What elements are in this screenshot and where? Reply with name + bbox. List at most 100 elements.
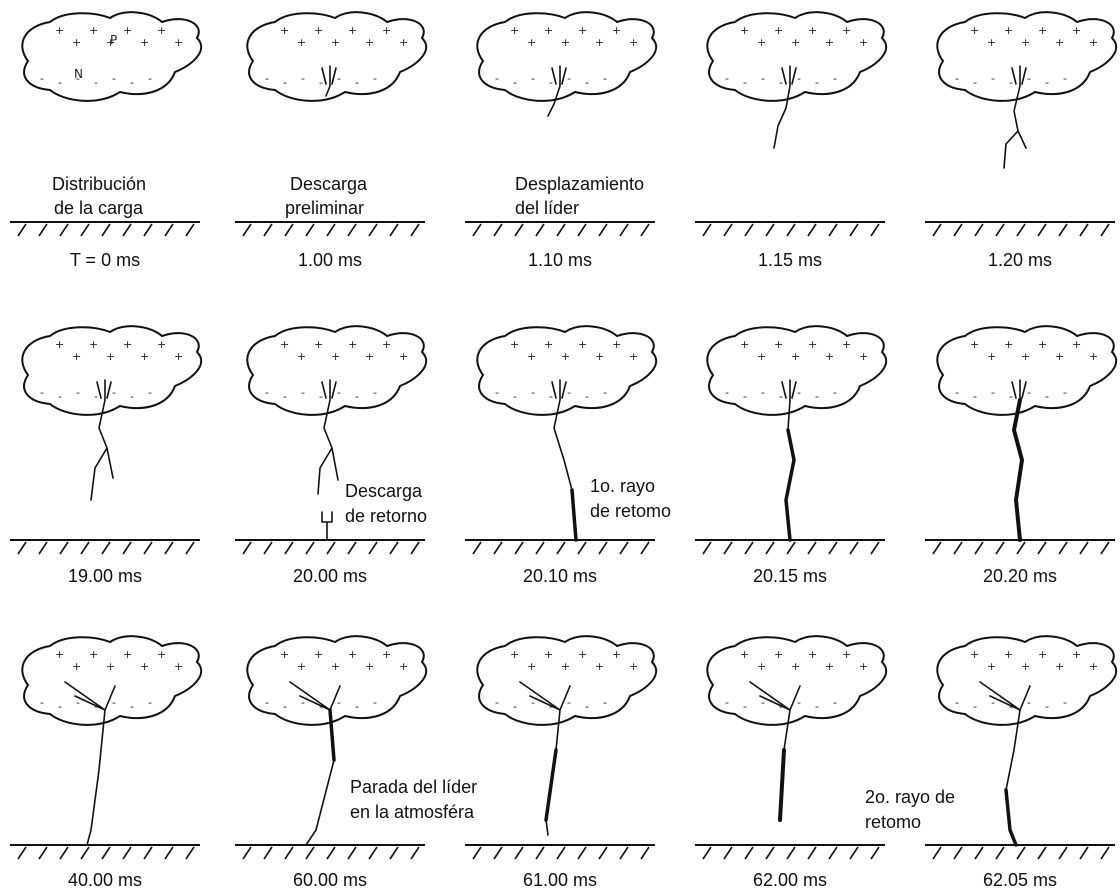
svg-text:+: + [578,648,587,661]
svg-text:+: + [612,24,621,37]
svg-text:+: + [123,24,132,37]
cloud-shape [936,325,1118,416]
svg-text:-: - [549,76,553,89]
svg-text:+: + [757,660,766,673]
svg-text:-: - [94,76,98,89]
svg-text:-: - [355,700,359,713]
return-stroke [570,488,578,542]
leader-stroke [317,379,339,541]
ground-line [10,221,200,237]
svg-text:+: + [382,338,391,351]
svg-text:+: + [1004,338,1013,351]
caption-line: 2o. rayo de [865,787,955,807]
svg-text:-: - [779,76,783,89]
svg-text:-: - [761,72,765,85]
svg-text:+: + [510,338,519,351]
svg-text:-: - [955,696,959,709]
svg-text:+: + [859,36,868,49]
svg-text:+: + [399,350,408,363]
svg-text:+: + [399,36,408,49]
return-stroke [544,748,558,822]
charge-label-n: N [74,67,83,81]
svg-text:+: + [595,36,604,49]
svg-text:-: - [94,390,98,403]
svg-text:+: + [382,24,391,37]
svg-text:+: + [757,350,766,363]
cloud-shape [246,635,428,726]
svg-text:+: + [174,350,183,363]
svg-text:+: + [1038,338,1047,351]
svg-text:-: - [725,72,729,85]
svg-text:-: - [1009,390,1013,403]
svg-text:+: + [157,338,166,351]
caption-line: retomo [865,812,921,832]
svg-text:+: + [740,338,749,351]
svg-text:-: - [991,386,995,399]
svg-text:-: - [319,390,323,403]
svg-text:-: - [549,390,553,403]
cloud-shape [21,11,203,102]
svg-text:+: + [123,338,132,351]
ground-line [925,539,1115,555]
caption-line: de la carga [54,198,144,218]
svg-text:-: - [391,390,395,403]
cloud-shape [21,635,203,726]
charge-marks: +-+-+-+-+-+-+-+- [955,648,1098,713]
svg-text:-: - [851,700,855,713]
svg-text:-: - [1027,72,1031,85]
svg-text:+: + [72,660,81,673]
svg-text:-: - [373,72,377,85]
svg-text:-: - [265,72,269,85]
svg-text:-: - [991,696,995,709]
svg-text:+: + [1072,338,1081,351]
svg-text:+: + [808,338,817,351]
svg-text:+: + [1072,648,1081,661]
svg-text:-: - [319,76,323,89]
panel-5: +-+-+-+-+-+-+-+-1.20 ms [925,11,1118,270]
panel-3: +-+-+-+-+-+-+-+-1.10 msDesplazamientodel… [465,11,658,270]
panel-14: +-+-+-+-+-+-+-+-62.00 ms [695,635,888,890]
svg-text:-: - [621,76,625,89]
caption-line: 1o. rayo [590,476,655,496]
cloud-shape [476,325,658,416]
svg-text:+: + [174,36,183,49]
svg-text:-: - [603,696,607,709]
svg-text:+: + [987,36,996,49]
svg-text:-: - [1063,386,1067,399]
svg-text:+: + [1021,350,1030,363]
svg-text:-: - [166,390,170,403]
svg-text:+: + [89,648,98,661]
svg-text:-: - [567,696,571,709]
leader-stroke [979,681,1031,791]
ground-line [925,844,1115,860]
svg-text:-: - [112,72,116,85]
svg-text:+: + [314,648,323,661]
time-label: 20.15 ms [753,566,827,586]
svg-text:-: - [495,696,499,709]
svg-text:+: + [1038,24,1047,37]
svg-text:+: + [791,350,800,363]
svg-text:+: + [544,338,553,351]
svg-text:+: + [331,350,340,363]
cloud-shape [936,11,1118,102]
svg-text:-: - [112,386,116,399]
svg-text:+: + [174,660,183,673]
cloud-shape [476,635,658,726]
svg-text:-: - [1081,76,1085,89]
time-label: 1.20 ms [988,250,1052,270]
svg-text:-: - [833,386,837,399]
svg-text:-: - [725,696,729,709]
ground-line [925,221,1115,237]
svg-text:+: + [612,648,621,661]
svg-text:-: - [301,72,305,85]
svg-text:-: - [337,72,341,85]
panel-1: +-+-+-+-+-+-+-+-PNT = 0 msDistribuciónde… [10,11,203,270]
svg-text:-: - [355,390,359,403]
svg-text:+: + [578,338,587,351]
svg-text:-: - [495,386,499,399]
svg-text:+: + [348,648,357,661]
ground-line [235,539,425,555]
